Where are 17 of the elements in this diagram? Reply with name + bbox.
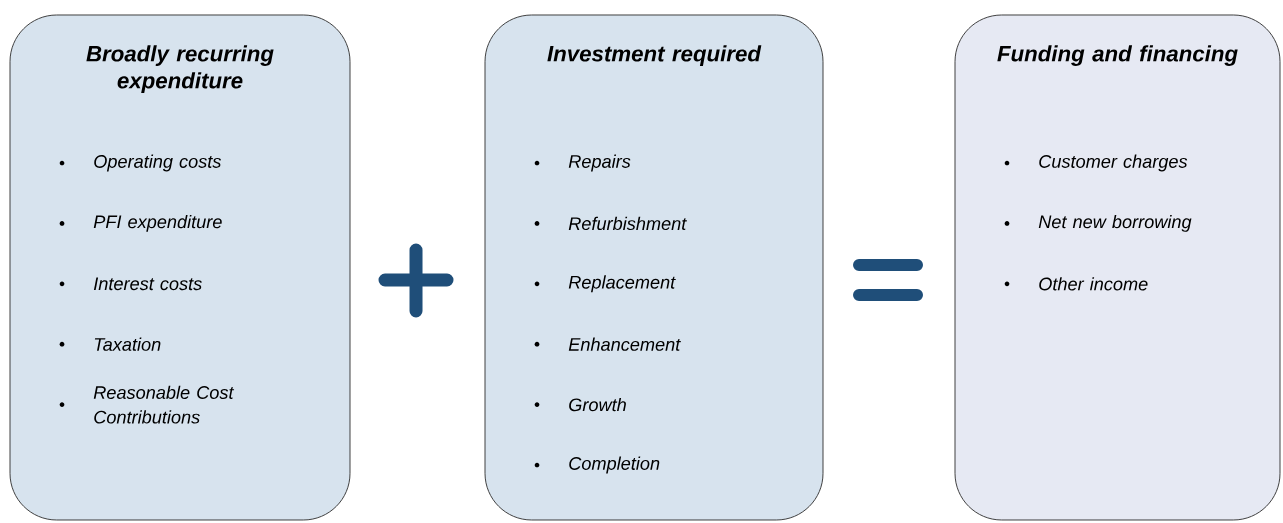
list-item: Enhancement <box>534 337 681 351</box>
list-item: Refurbishment <box>534 216 687 231</box>
list-item: Taxation <box>59 337 161 351</box>
box-heading: Investment required <box>547 45 762 66</box>
list-item: Interest costs <box>59 277 202 291</box>
list-item: Operating costs <box>59 154 222 172</box>
list-item: Other income <box>1004 277 1148 291</box>
box-heading: Funding and financing <box>997 45 1238 66</box>
list-item: Customer charges <box>1004 154 1188 172</box>
box-heading: Broadly recurring expenditure <box>86 45 274 93</box>
list-item: Net new borrowing <box>1004 214 1192 232</box>
list-item: Replacement <box>534 275 676 293</box>
list-item: PFI expenditure <box>59 214 222 232</box>
list-item: Repairs <box>534 154 631 172</box>
list-item: Growth <box>534 397 626 412</box>
list-item: Completion <box>534 456 660 474</box>
list-item: Reasonable Cost Contributions <box>59 385 235 424</box>
